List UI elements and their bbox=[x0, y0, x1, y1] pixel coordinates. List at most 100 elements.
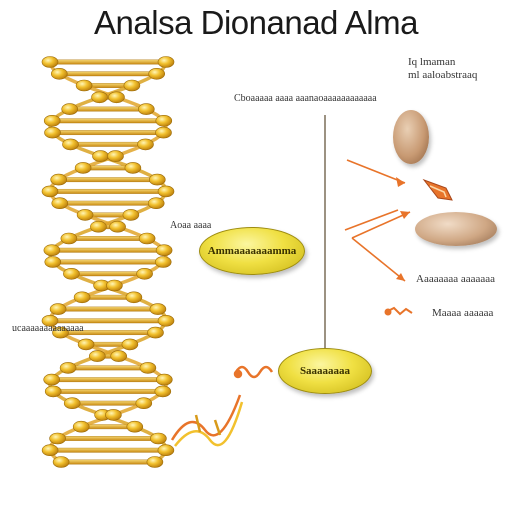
nucleotide-bead bbox=[51, 197, 69, 209]
nucleotide-bead bbox=[63, 397, 81, 410]
annotation-label: Cboaaaaa aaaa aaanaoaaaaaaaaaaaa bbox=[234, 93, 377, 104]
annotation-top-right: Iq lmaman ml aaloabstraaq bbox=[408, 56, 477, 82]
base-pair-rung bbox=[77, 400, 139, 406]
base-pair-rung bbox=[63, 436, 153, 441]
base-pair-rung bbox=[63, 306, 153, 312]
nucleotide-bead bbox=[148, 68, 165, 80]
nucleotide-bead bbox=[61, 103, 78, 115]
annotation-label: Aoaa aaaa bbox=[170, 220, 212, 231]
nucleotide-bead bbox=[157, 56, 175, 68]
base-pair-rung bbox=[57, 247, 159, 253]
annotation-label: Maaaa aaaaaa bbox=[432, 307, 494, 319]
base-pair-rung bbox=[55, 447, 161, 453]
base-pair-rung bbox=[58, 118, 158, 124]
base-pair-rung bbox=[91, 341, 125, 347]
nucleotide-bead bbox=[157, 314, 175, 327]
nucleotide-bead bbox=[44, 256, 62, 268]
nucleotide-bead bbox=[41, 444, 59, 457]
base-pair-rung bbox=[58, 259, 158, 265]
nucleotide-bead bbox=[138, 232, 156, 245]
nucleotide-bead bbox=[60, 232, 78, 245]
base-pair-rung bbox=[64, 177, 152, 183]
nucleotide-bead bbox=[107, 150, 124, 162]
nucleotide-bead bbox=[154, 256, 172, 268]
nucleotide-bead bbox=[110, 350, 127, 362]
nucleotide-bead bbox=[138, 103, 155, 115]
nucleotide-bead bbox=[108, 91, 125, 104]
nucleotide-bead bbox=[73, 291, 91, 304]
nucleotide-bead bbox=[72, 420, 90, 433]
nucleotide-bead bbox=[43, 115, 61, 127]
nucleotide-bead bbox=[43, 244, 61, 256]
annotation-label: ucaaaaaaaaaaaaaa bbox=[12, 323, 84, 334]
base-pair-rung bbox=[87, 294, 129, 300]
nucleotide-bead bbox=[147, 197, 165, 209]
nucleotide-bead bbox=[41, 185, 59, 198]
nucleotide-bead bbox=[155, 115, 173, 127]
nucleotide-bead bbox=[44, 126, 61, 139]
nucleotide-bead bbox=[49, 432, 66, 445]
enzyme-shape-icon bbox=[422, 178, 453, 201]
nucleotide-bead bbox=[150, 432, 167, 445]
base-pair-rung bbox=[76, 141, 140, 147]
base-pair-rung bbox=[65, 71, 151, 77]
nucleotide-bead bbox=[63, 267, 80, 280]
squiggle-icon bbox=[233, 365, 274, 379]
base-pair-rung bbox=[88, 165, 128, 171]
nucleotide-bead bbox=[92, 150, 109, 162]
nucleotide-bead bbox=[90, 220, 107, 233]
base-pair-rung bbox=[74, 236, 142, 241]
nucleotide-bead bbox=[91, 91, 108, 104]
nucleotide-bead bbox=[155, 244, 173, 256]
nucleotide-bead bbox=[135, 397, 153, 410]
nucleotide-bead bbox=[139, 362, 157, 374]
nucleotide-bead bbox=[155, 126, 172, 139]
nucleotide-bead bbox=[109, 220, 126, 233]
nucleotide-bead bbox=[76, 209, 94, 221]
base-pair-rung bbox=[55, 189, 161, 194]
nucleotide-bead bbox=[59, 362, 77, 374]
label-pill: Ammaaaaaaamma bbox=[199, 227, 305, 275]
nucleotide-bead bbox=[154, 385, 172, 398]
base-pair-rung bbox=[58, 389, 158, 394]
nucleotide-bead bbox=[105, 409, 122, 421]
cell-blob-icon bbox=[393, 110, 429, 164]
nucleotide-bead bbox=[41, 314, 59, 327]
nucleotide-bead bbox=[123, 79, 141, 92]
nucleotide-bead bbox=[89, 350, 106, 362]
base-pair-rung bbox=[77, 271, 139, 277]
nucleotide-bead bbox=[43, 373, 61, 386]
nucleotide-bead bbox=[49, 303, 67, 315]
nucleotide-bead bbox=[52, 456, 70, 468]
nucleotide-bead bbox=[122, 209, 140, 221]
annotation-label: Aaaaaaaa aaaaaaa bbox=[416, 273, 496, 285]
nucleotide-bead bbox=[50, 68, 68, 80]
nucleotide-bead bbox=[157, 185, 175, 198]
dna-helix-icon bbox=[41, 56, 175, 468]
nucleotide-bead bbox=[106, 279, 123, 292]
base-pair-rung bbox=[73, 365, 143, 371]
small-enzyme-icon bbox=[384, 306, 413, 316]
label-pill: Saaaaaaaa bbox=[278, 348, 372, 394]
nucleotide-bead bbox=[124, 162, 142, 174]
nucleotide-bead bbox=[50, 173, 68, 186]
base-pair-rung bbox=[58, 130, 158, 135]
nucleotide-bead bbox=[44, 385, 62, 398]
nucleotide-bead bbox=[121, 338, 139, 351]
nucleotide-bead bbox=[62, 138, 79, 151]
base-pair-rung bbox=[66, 459, 150, 465]
base-pair-rung bbox=[55, 59, 161, 65]
nucleotide-bead bbox=[149, 303, 167, 315]
base-pair-rung bbox=[75, 106, 141, 112]
nucleotide-bead bbox=[136, 267, 153, 280]
nucleotide-bead bbox=[52, 326, 69, 339]
cell-blob-icon bbox=[415, 212, 497, 246]
base-pair-rung bbox=[86, 424, 130, 430]
base-pair-rung bbox=[57, 377, 159, 383]
base-pair-rung bbox=[89, 83, 127, 88]
nucleotide-bead bbox=[74, 162, 92, 174]
helix-fragment-icon bbox=[170, 394, 244, 447]
nucleotide-bead bbox=[75, 79, 93, 92]
nucleotide-bead bbox=[125, 291, 143, 304]
